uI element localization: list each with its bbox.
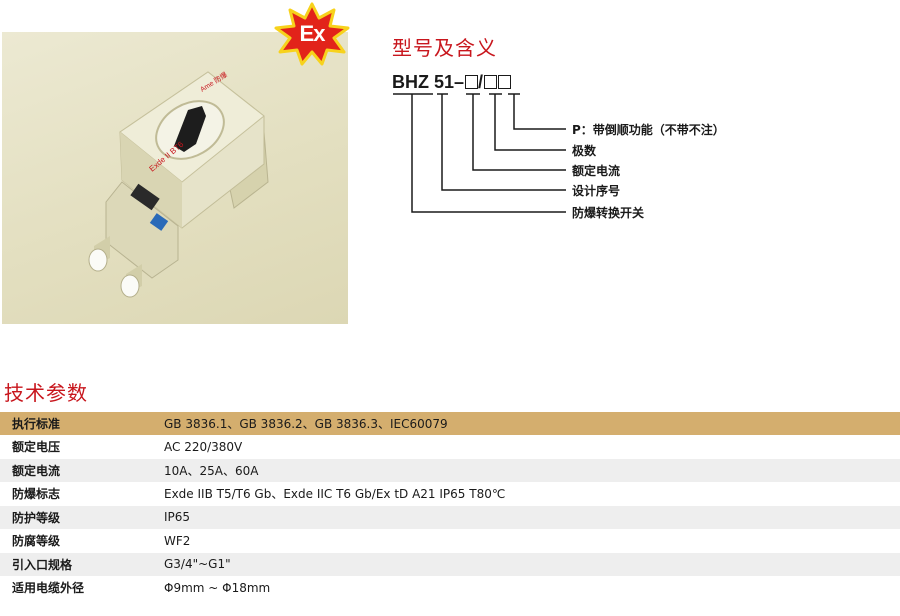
table-row: 额定电压 AC 220/380V (0, 434, 900, 459)
meaning-p-function: P：带倒顺功能（不带不注） (572, 123, 725, 137)
table-row: 防爆标志 Exde IIB T5/T6 Gb、Exde IIC T6 Gb/Ex… (0, 481, 900, 506)
spec-label: 防爆标志 (0, 481, 148, 506)
spec-value: GB 3836.1、GB 3836.2、GB 3836.3、IEC60079 (148, 411, 900, 435)
meaning-product-type: 防爆转换开关 (572, 206, 645, 220)
ex-starburst-icon (274, 2, 350, 66)
spec-value: IP65 (148, 505, 900, 529)
spec-value: AC 220/380V (148, 434, 900, 459)
spec-label: 防护等级 (0, 505, 148, 529)
product-photo: Ame 防爆 Exde II BT6 (2, 32, 348, 324)
spec-value: Exde IIB T5/T6 Gb、Exde IIC T6 Gb/Ex tD A… (148, 481, 900, 506)
spec-label: 额定电流 (0, 458, 148, 482)
spec-value: G3/4"~G1" (148, 552, 900, 576)
spec-label: 执行标准 (0, 411, 148, 435)
model-code-prefix: BHZ 51– (392, 72, 465, 92)
spec-table: 执行标准 GB 3836.1、GB 3836.2、GB 3836.3、IEC60… (0, 411, 900, 599)
spec-label: 适用电缆外径 (0, 575, 148, 599)
explosion-proof-switch-photo: Ame 防爆 Exde II BT6 (88, 70, 269, 298)
meaning-poles: 极数 (572, 144, 597, 158)
model-code: BHZ 51– / (392, 72, 511, 93)
spec-value: WF2 (148, 528, 900, 553)
meaning-rated-current: 额定电流 (572, 164, 621, 178)
spec-value: 10A、25A、60A (148, 458, 900, 482)
table-row: 适用电缆外径 Φ9mm ~ Φ18mm (0, 575, 900, 599)
table-row: 防腐等级 WF2 (0, 528, 900, 553)
table-row: 防护等级 IP65 (0, 505, 900, 529)
code-box-p (497, 75, 511, 89)
table-row: 引入口规格 G3/4"~G1" (0, 552, 900, 576)
model-code-separator: / (478, 72, 484, 92)
code-box-poles (483, 75, 497, 89)
ex-badge-text: Ex (299, 21, 326, 46)
ex-badge: Ex (272, 2, 352, 66)
spec-label: 引入口规格 (0, 552, 148, 576)
model-section-title: 型号及含义 (392, 36, 497, 60)
code-box-current (464, 75, 478, 89)
spec-section-title: 技术参数 (4, 381, 88, 405)
spec-label: 防腐等级 (0, 528, 148, 553)
table-row: 执行标准 GB 3836.1、GB 3836.2、GB 3836.3、IEC60… (0, 411, 900, 435)
table-row: 额定电流 10A、25A、60A (0, 458, 900, 482)
meaning-design-serial: 设计序号 (572, 184, 621, 198)
spec-value: Φ9mm ~ Φ18mm (148, 575, 900, 599)
spec-label: 额定电压 (0, 434, 148, 459)
